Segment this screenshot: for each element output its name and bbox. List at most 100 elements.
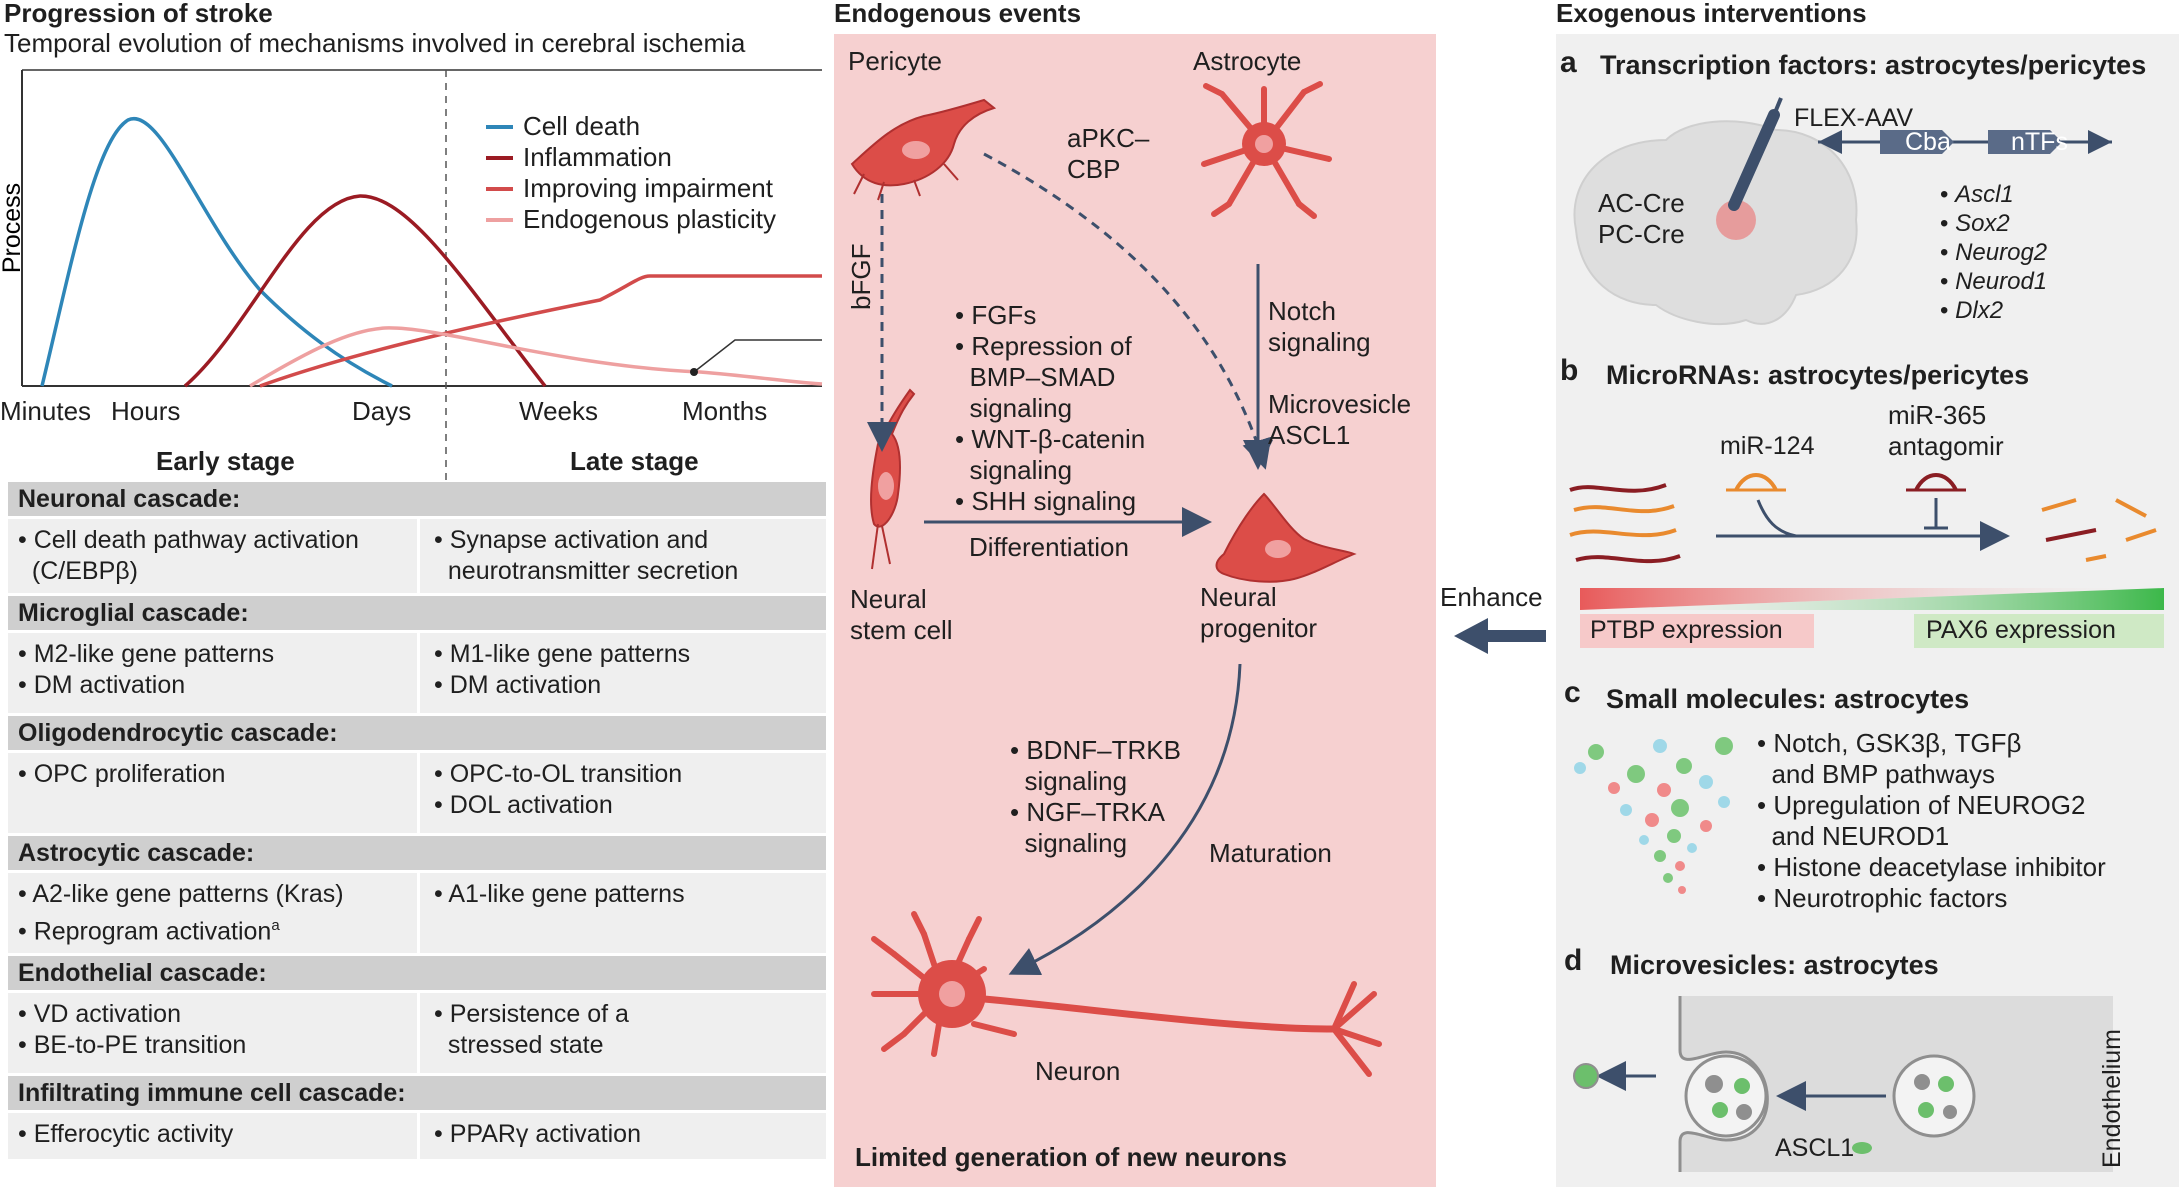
cascade-item: • Efferocytic activity <box>18 1120 234 1148</box>
callout-dot <box>690 368 698 376</box>
section-c-letter: c <box>1564 676 1581 709</box>
enhance-arrow <box>1454 618 1546 654</box>
mir124-icon <box>1734 473 1778 491</box>
nsc-line: stem cell <box>850 615 953 645</box>
microvesicle-line: Microvesicle <box>1268 389 1412 419</box>
cascade-item: • A1-like gene patterns <box>434 880 685 908</box>
small-molecules-list: • Notch, GSK3β, TGFβ and BMP pathways • … <box>1757 728 2106 914</box>
sm-item: • Notch, GSK3β, TGFβ <box>1757 728 2022 758</box>
progenitor-line: progenitor <box>1200 613 1318 643</box>
nsc-line: Neural <box>850 584 927 614</box>
cascade-title: Endothelial cascade: <box>8 956 826 990</box>
cascade-title: Infiltrating immune cell cascade: <box>8 1076 826 1110</box>
cell-death-curve <box>40 116 393 388</box>
gene-name: Dlx2 <box>1955 297 2004 324</box>
gene-item: • Neurog2 <box>1940 239 2048 266</box>
section-d-graphic <box>1573 996 2113 1172</box>
inflammation-curve <box>183 194 547 388</box>
gene-list: • Ascl1 • Sox2 • Neurog2 • Neurod1 • Dlx… <box>1940 180 2047 325</box>
time-label-weeks: Weeks <box>519 396 598 426</box>
cascade-astrocytic: Astrocytic cascade: • A2-like gene patte… <box>8 836 826 956</box>
nsc-nucleus <box>878 472 894 500</box>
cascade-item: • DM activation <box>434 671 602 699</box>
section-b-letter: b <box>1560 354 1579 387</box>
y-axis-label: Process <box>0 183 26 273</box>
small-molecules-icon <box>1574 737 1733 894</box>
cascade-table: Neuronal cascade: • Cell death pathway a… <box>8 482 826 1162</box>
time-label-hours: Hours <box>111 396 181 426</box>
ntfs-label: nTFs <box>2011 128 2068 156</box>
bdnf-line: • NGF–TRKA <box>1010 797 1166 827</box>
cascade-item: stressed state <box>434 1031 604 1059</box>
bdnf-line: signaling <box>1010 766 1128 796</box>
cascade-item: • A2-like gene patterns (Kras) <box>18 880 344 908</box>
astrocyte-nucleus <box>1255 135 1273 153</box>
time-label-months: Months <box>682 396 768 426</box>
legend-improving-impairment: Improving impairment <box>523 173 773 203</box>
injection-site <box>1716 200 1756 240</box>
bdnf-label: • BDNF–TRKB signaling • NGF–TRKA signali… <box>1010 735 1181 859</box>
signal-item: • SHH signaling <box>955 486 1137 516</box>
cascade-endothelial: Endothelial cascade: • VD activation • BE… <box>8 956 826 1076</box>
pax6-gradient <box>1580 588 2164 610</box>
cascade-item: • OPC-to-OL transition <box>434 760 683 788</box>
right-title: Exogenous interventions <box>1556 0 1867 28</box>
gene-item: • Ascl1 <box>1940 181 2014 208</box>
cba-label: Cba <box>1905 128 1951 156</box>
mrna-fragments-right <box>2041 498 2157 562</box>
neuron-nucleus <box>939 981 965 1007</box>
bottom-label: Limited generation of new neurons <box>855 1142 1287 1172</box>
pax6-label: PAX6 expression <box>1926 616 2116 644</box>
gene-name: Ascl1 <box>1955 181 2014 208</box>
cascade-item: • BE-to-PE transition <box>18 1031 247 1059</box>
cascade-item: • VD activation <box>18 1000 181 1028</box>
cascade-item: • M1-like gene patterns <box>434 640 691 668</box>
sm-item: • Neurotrophic factors <box>1757 883 2008 913</box>
mir365-icon <box>1914 473 1958 491</box>
cascade-microglial: Microglial cascade: • M2-like gene patte… <box>8 596 826 716</box>
cascade-item: • Synapse activation and <box>434 526 709 554</box>
cascade-item: • DOL activation <box>434 791 613 819</box>
pax6-box <box>1914 614 2164 648</box>
cba-box <box>1880 130 1954 154</box>
mir365-line: antagomir <box>1888 431 2004 461</box>
released-ascl1 <box>1573 1063 1599 1089</box>
cascade-item: • M2-like gene patterns <box>18 640 275 668</box>
callout-line <box>693 339 822 373</box>
mir365-line: miR-365 <box>1888 400 1987 430</box>
cascade-item: • Persistence of a <box>434 1000 629 1028</box>
cre-line: PC-Cre <box>1598 219 1685 249</box>
endogenous-diagram <box>850 81 1382 1077</box>
cascade-title: Oligodendrocytic cascade: <box>8 716 826 750</box>
mrna-strands-left <box>1569 483 1681 564</box>
cre-line: AC-Cre <box>1598 188 1685 218</box>
footnote-mark: a <box>271 917 280 934</box>
cascade-title: Microglial cascade: <box>8 596 826 630</box>
syringe-icon <box>1728 109 1780 211</box>
section-d-letter: d <box>1564 944 1583 977</box>
cascade-item: • Reprogram activation <box>18 917 272 946</box>
bdnf-line: • BDNF–TRKB <box>1010 735 1181 765</box>
apkc-label: aPKC–CBP <box>1067 123 1149 185</box>
pericyte-label: Pericyte <box>848 46 942 76</box>
sm-item: and BMP pathways <box>1757 759 1995 789</box>
ptbp-box <box>1580 614 1814 648</box>
stroke-progression-chart: Process <box>0 69 823 480</box>
apkc-line: CBP <box>1067 154 1121 184</box>
signal-item: • WNT-β-catenin <box>955 424 1146 454</box>
section-a-graphic <box>1573 97 2112 326</box>
ntfs-box <box>1988 130 2062 154</box>
cascade-item: • PPARγ activation <box>434 1120 641 1148</box>
cascade-item: neurotransmitter secretion <box>434 557 739 585</box>
cascade-neuronal: Neuronal cascade: • Cell death pathway a… <box>8 482 826 596</box>
section-a-title: Transcription factors: astrocytes/pericy… <box>1600 50 2147 80</box>
cascade-immune: Infiltrating immune cell cascade: • Effe… <box>8 1076 826 1162</box>
flex-aav-label: FLEX-AAV <box>1794 104 1914 132</box>
cascade-oligodendrocytic: Oligodendrocytic cascade: • OPC prolifer… <box>8 716 826 836</box>
section-b-title: MicroRNAs: astrocytes/pericytes <box>1606 360 2030 390</box>
